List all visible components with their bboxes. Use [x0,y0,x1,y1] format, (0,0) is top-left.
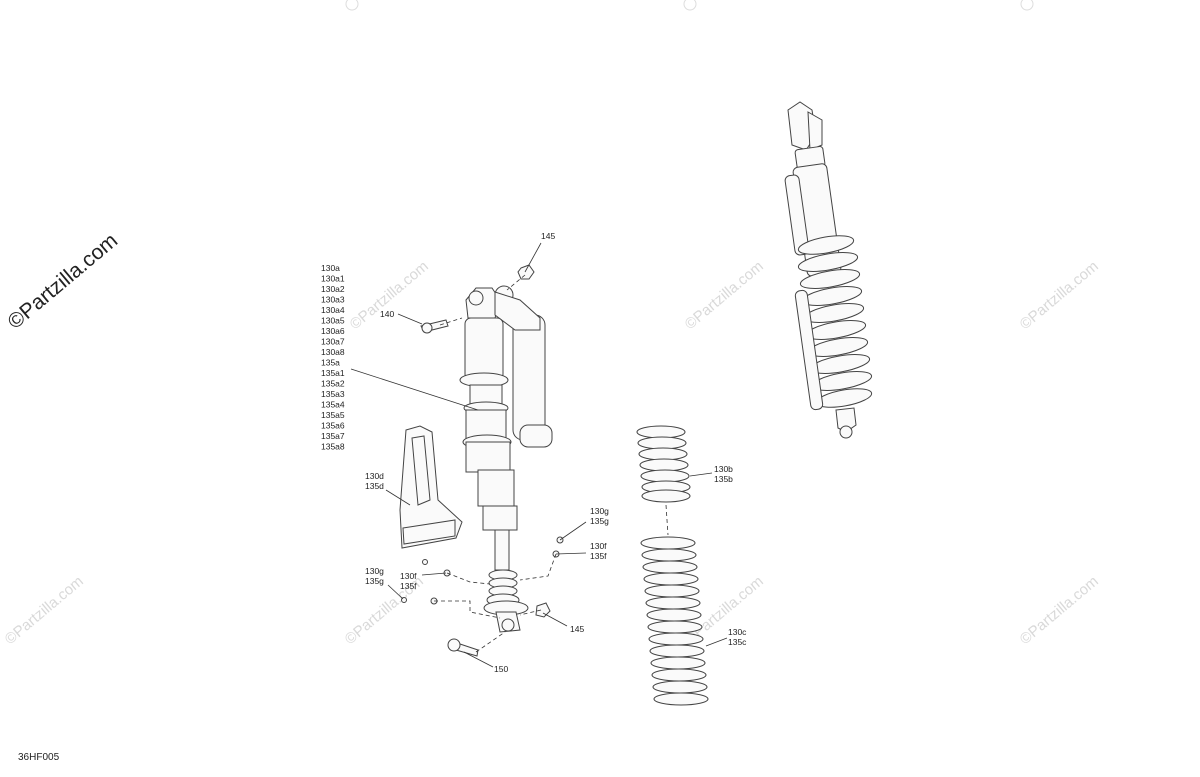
callout-label: 130a4 [321,305,345,315]
callout-label: 135f [590,551,607,561]
callout-label: 135g [590,516,609,526]
watermark: ©Partzilla.com [2,573,87,648]
callout-label: 130b [714,464,733,474]
callout-label: 135a8 [321,442,345,452]
brand-watermark: ©Partzilla.com [3,229,122,334]
watermarks: ©Partzilla.com ©Partzilla.com ©Partzilla… [2,0,1102,648]
watermark: ©Partzilla.com [1017,573,1102,648]
callout-label: 130a1 [321,274,345,284]
callout-label: 130f [400,571,417,581]
callout-label: 150 [494,664,508,674]
callout-label: 135a2 [321,379,345,389]
callout-label: 135a3 [321,389,345,399]
callout-label: 130a6 [321,326,345,336]
callout-label: 135a5 [321,410,345,420]
small-spring-drawing [636,425,691,503]
watermark: ©Partzilla.com [682,258,767,333]
callout-label: 135d [365,481,384,491]
callout-label: 130a [321,263,340,273]
callout-label: 145 [570,624,584,634]
callout-label: 130g [590,506,609,516]
callout-label: 135c [728,637,747,647]
callout-label: 135a6 [321,421,345,431]
callout-label: 135a4 [321,400,345,410]
callout-label: 130a2 [321,284,345,294]
callout-label: 130g [365,566,384,576]
callout-label: 135a1 [321,368,345,378]
watermark: ©Partzilla.com [1017,258,1102,333]
large-spring-drawing [640,536,709,706]
callout-label: 135b [714,474,733,484]
callout-label: 130a7 [321,337,345,347]
callout-label: 130f [590,541,607,551]
main-shock-drawing [399,264,564,657]
callout-label: 140 [380,309,394,319]
assembled-shock-drawing [784,101,873,439]
callout-label: 130c [728,627,747,637]
callout-label: 135a [321,358,340,368]
shock-callout-list: 130a 130a1 130a2 130a3 130a4 130a5 130a6… [321,263,345,452]
callout-label: 130a5 [321,316,345,326]
callout-label: 130a3 [321,295,345,305]
callout-label: 135a7 [321,431,345,441]
watermark: ©Partzilla.com [347,258,432,333]
callout-label: 130a8 [321,347,345,357]
callout-label: 135f [400,581,417,591]
callout-label: 130d [365,471,384,481]
callout-label: 135g [365,576,384,586]
callout-label: 145 [541,231,555,241]
diagram-code: 36HF005 [18,752,60,763]
